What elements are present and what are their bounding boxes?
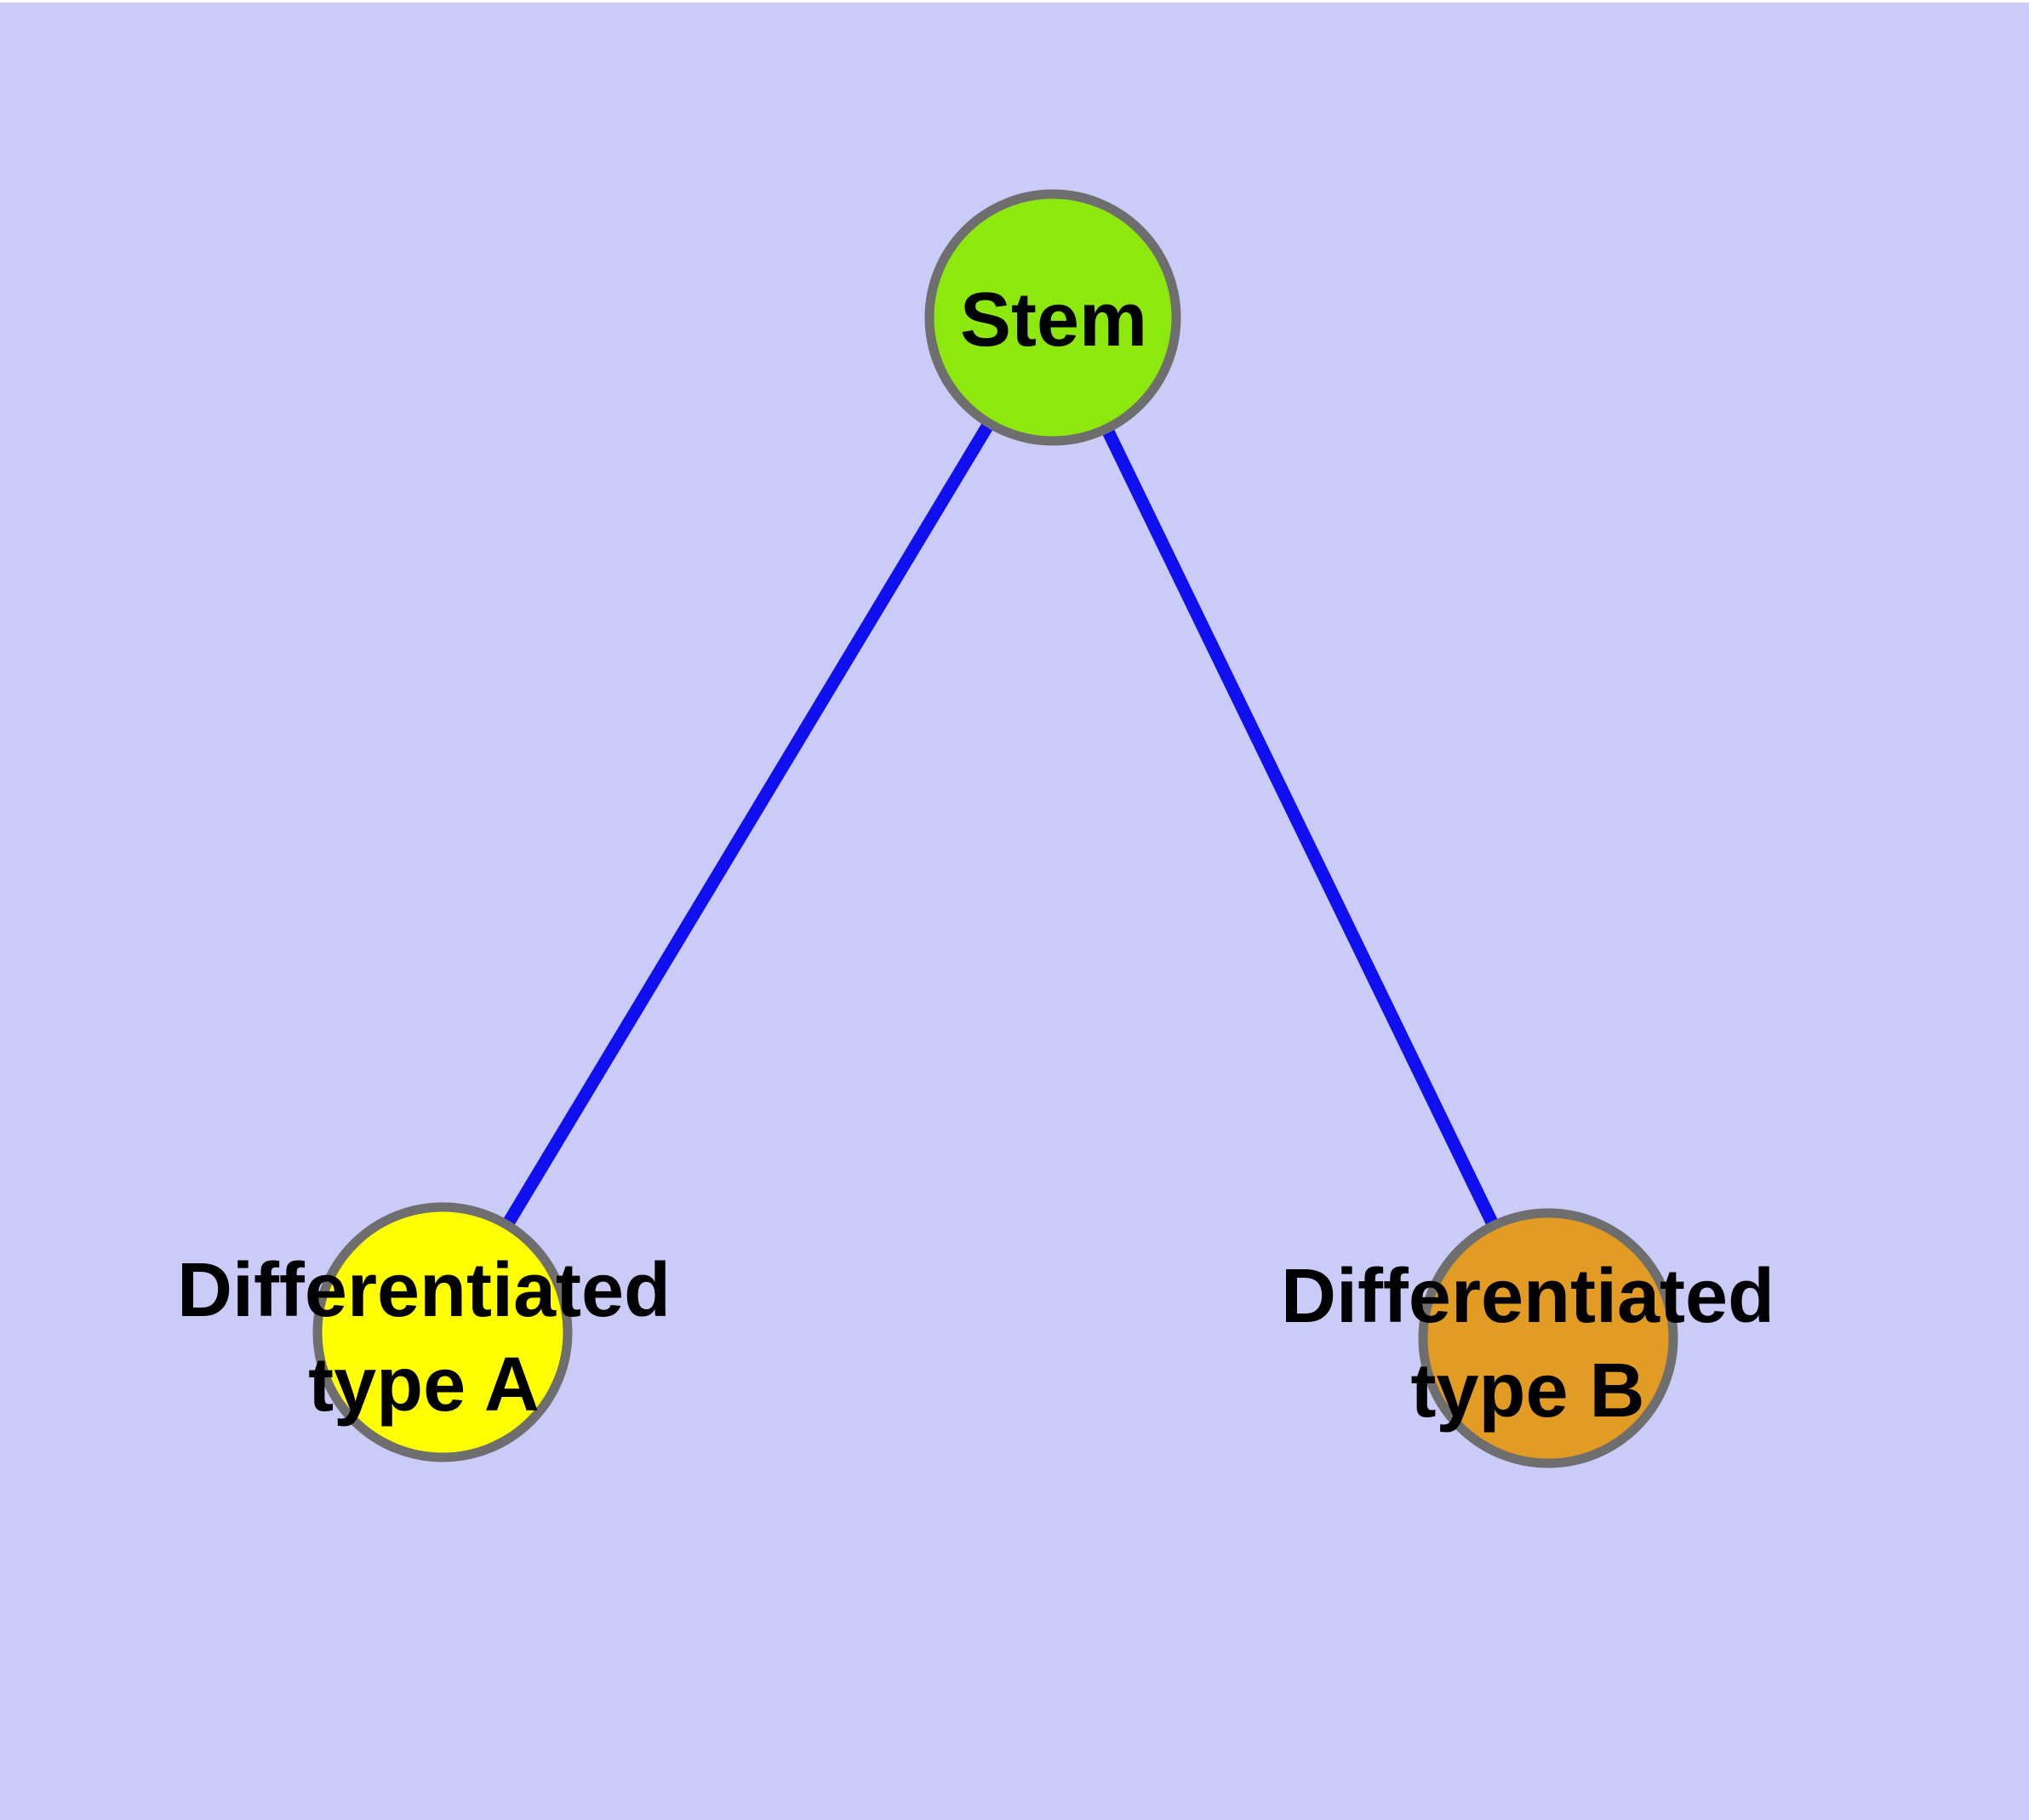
node-stem: [924, 189, 1181, 446]
top-margin: [0, 0, 2029, 3]
node-type-b-label-line-1: Differentiated: [1281, 1254, 1775, 1339]
node-type-b: [1418, 1208, 1678, 1468]
edge-stem-to-type-a: [437, 314, 1059, 1336]
node-type-b-label-line-2: type B: [1410, 1348, 1644, 1434]
edge-stem-to-type-b: [1047, 314, 1554, 1342]
node-type-a-label-line-1: Differentiated: [177, 1248, 671, 1333]
node-type-a-label-line-2: type A: [308, 1342, 540, 1428]
node-stem-label: Stem: [960, 278, 1147, 363]
node-type-a: [312, 1202, 573, 1462]
